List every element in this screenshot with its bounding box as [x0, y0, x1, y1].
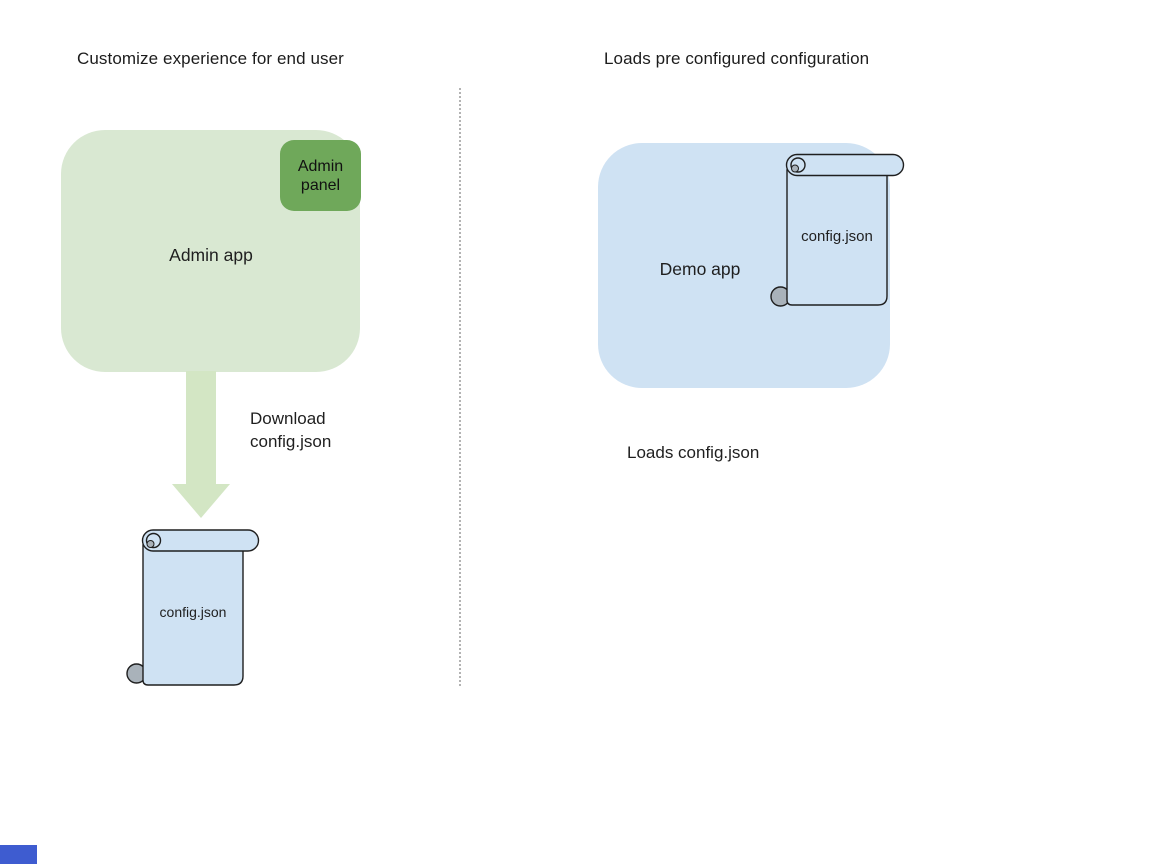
demo-app-label: Demo app — [659, 259, 741, 279]
loads-config-caption: Loads config.json — [627, 443, 760, 462]
corner-marker — [0, 845, 37, 864]
admin-panel-label: Admin panel — [297, 157, 344, 194]
download-arrow-icon — [172, 371, 230, 518]
admin-app-label: Admin app — [169, 245, 253, 265]
section-divider — [459, 88, 461, 686]
config-json-left-label: config.json — [159, 604, 227, 620]
right-section-title: Loads pre configured configuration — [604, 49, 870, 68]
config-json-right-label: config.json — [801, 228, 873, 245]
download-config-label: Download config.json — [250, 409, 332, 451]
admin-panel-badge: Admin panel — [280, 140, 361, 211]
left-section-title: Customize experience for end user — [77, 49, 344, 68]
